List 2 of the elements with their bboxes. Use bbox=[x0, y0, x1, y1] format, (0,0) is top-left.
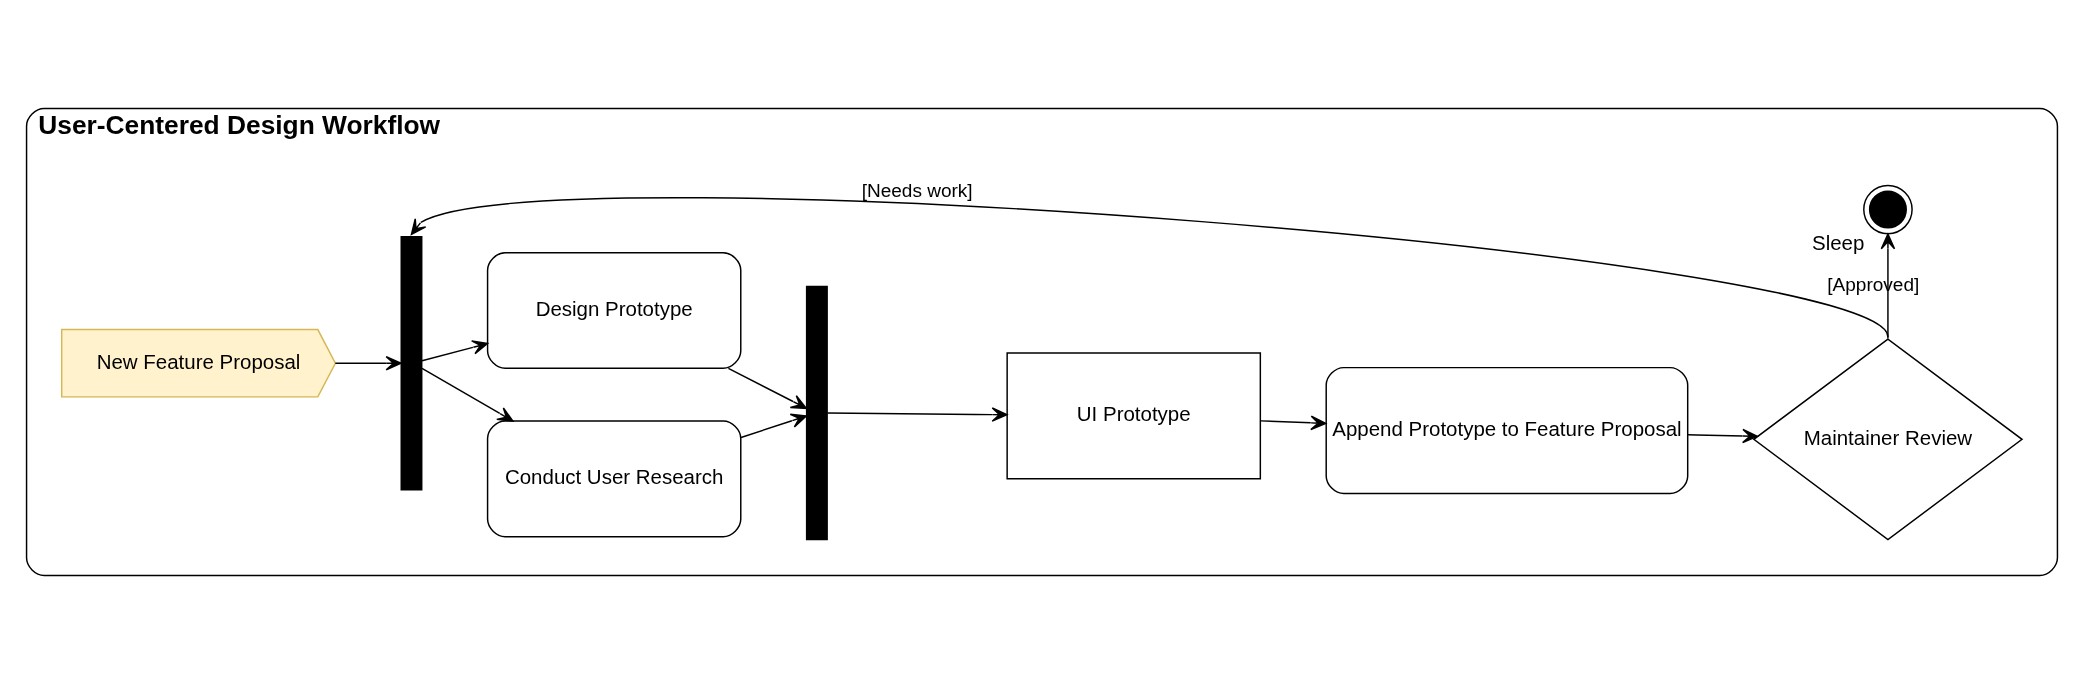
edge-label: [Needs work] bbox=[861, 179, 973, 201]
node-label: Sleep bbox=[1811, 231, 1865, 255]
